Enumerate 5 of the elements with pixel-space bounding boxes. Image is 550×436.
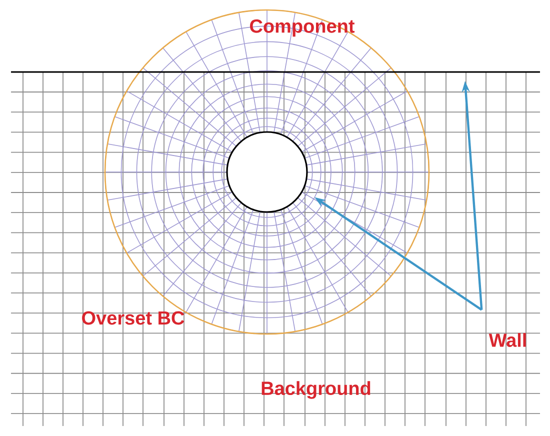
cylinder-wall-circle — [226, 131, 308, 213]
wall-label: Wall — [488, 333, 526, 347]
background-label: Background — [262, 381, 370, 399]
overset-bc-label: Overset BC — [82, 311, 184, 325]
wall-line — [11, 71, 540, 73]
